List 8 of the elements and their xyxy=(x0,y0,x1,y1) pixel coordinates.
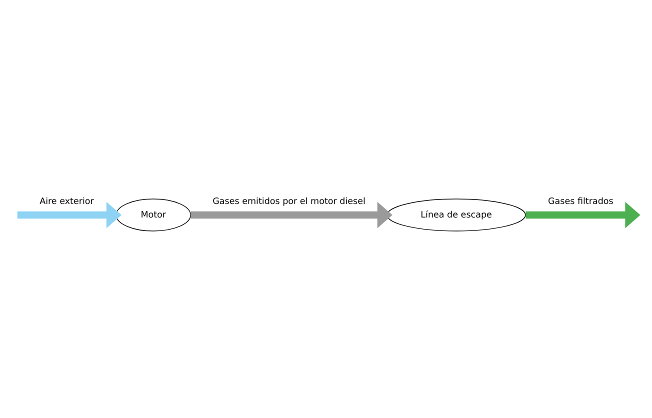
node-ellipse: Línea de escape xyxy=(386,198,526,231)
edge-label: Gases emitidos por el motor diesel xyxy=(212,196,366,207)
edge-label: Gases filtrados xyxy=(548,196,614,207)
arrow xyxy=(526,201,640,228)
node-ellipse: Motor xyxy=(116,198,191,231)
edge-label: Aire exterior xyxy=(40,196,94,207)
arrow xyxy=(17,201,122,228)
arrow xyxy=(190,201,392,228)
